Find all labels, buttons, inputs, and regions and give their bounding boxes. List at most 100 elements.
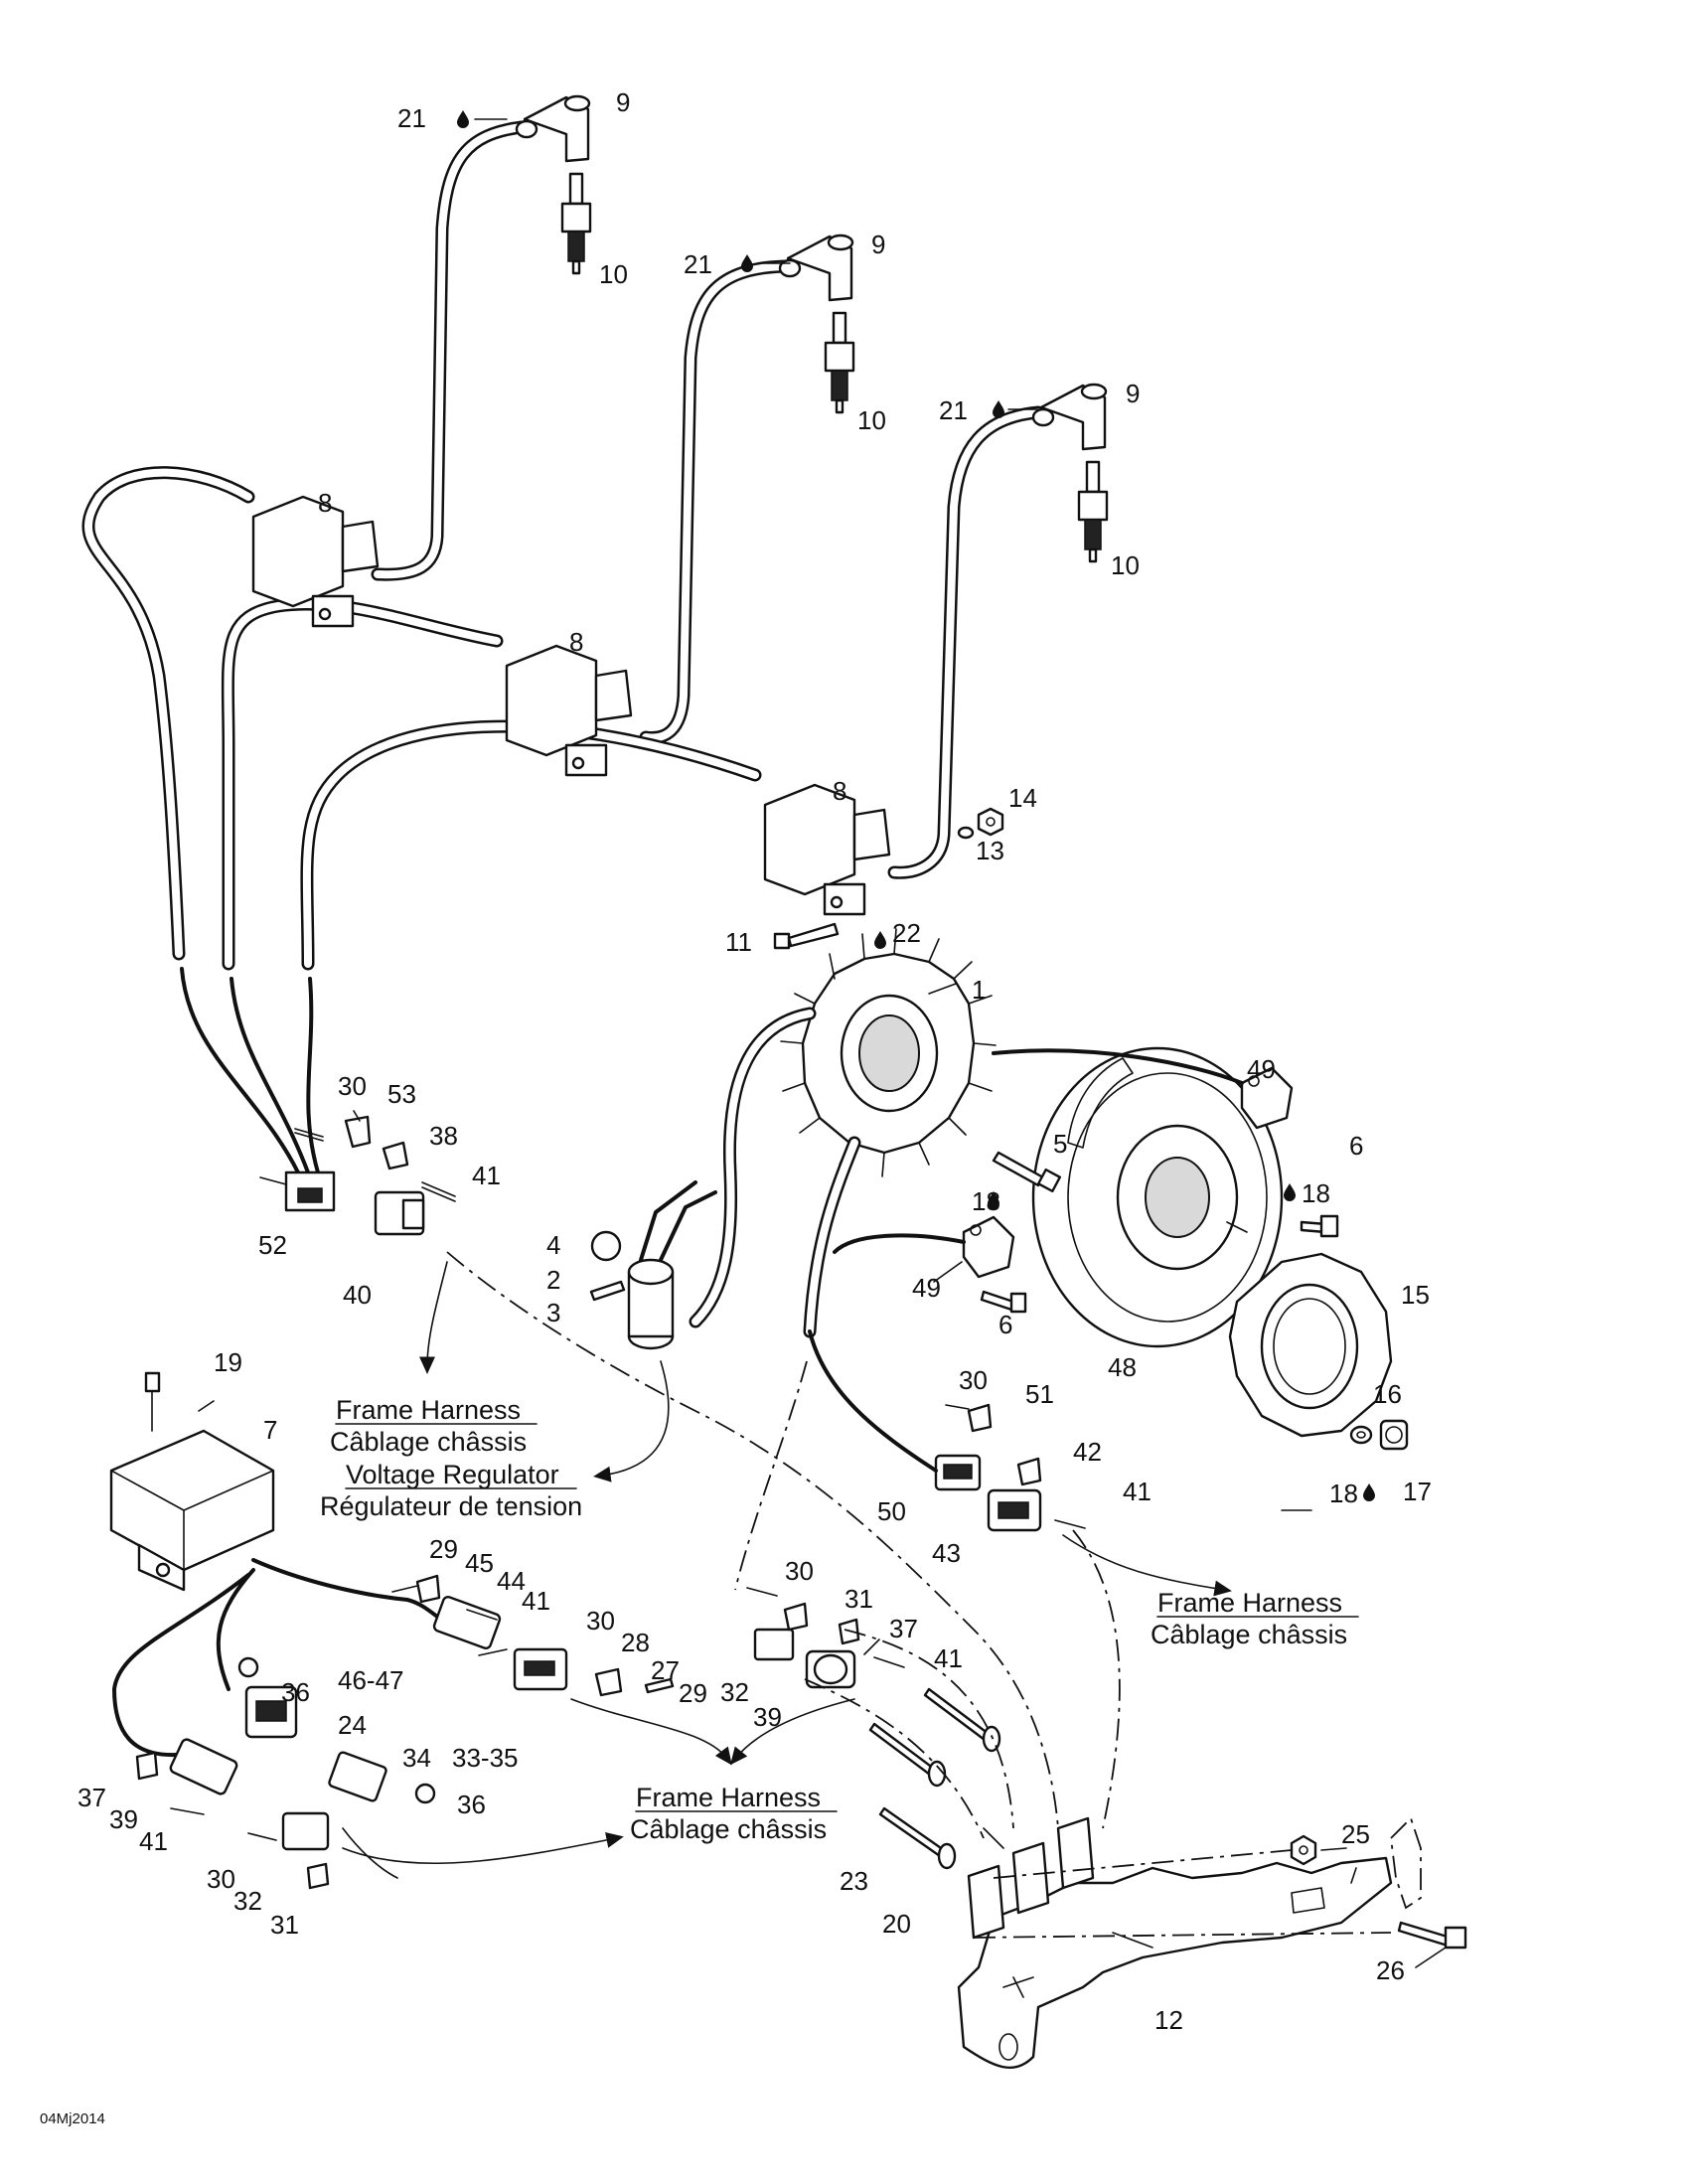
nut [1290,1834,1317,1866]
callout-13: 13 [976,836,1004,865]
callout-28: 28 [621,1628,650,1657]
trigger-sensor [992,1048,1294,1130]
callout-6: 6 [998,1310,1012,1339]
callout-46-47: 46-47 [338,1665,404,1695]
callout-19: 19 [214,1347,242,1377]
callout-30: 30 [785,1556,814,1586]
screw [992,1151,1062,1193]
callout-10: 10 [857,405,886,435]
callout-53: 53 [387,1079,416,1109]
stator [689,928,997,1338]
callout-50: 50 [877,1496,906,1526]
callout-26: 26 [1376,1955,1405,1985]
rivet [868,1687,1001,1870]
spark-plug [560,172,592,275]
callout-23: 23 [840,1866,868,1896]
screw [644,1677,675,1694]
connector-housing [328,1751,387,1802]
coil-mounting-bracket [957,1856,1393,2070]
callout-49: 49 [912,1273,941,1303]
callout-9: 9 [616,87,630,117]
callout-48: 48 [1108,1352,1137,1382]
caption-frame-harness-fr: Câblage châssis [330,1427,527,1457]
caption-voltage-regulator-en: Voltage Regulator [346,1460,559,1489]
screw [980,1290,1027,1314]
caption-voltage-regulator-fr: Régulateur de tension [320,1491,582,1521]
nut [237,1656,436,1804]
callout-34: 34 [402,1743,431,1773]
callout-8: 8 [833,776,846,806]
callout-41: 41 [1123,1477,1152,1506]
callout-10: 10 [1111,550,1140,580]
trigger-sensor [833,1215,1015,1279]
bracket-mount-outline [1390,1816,1422,1910]
callout-20: 20 [882,1909,911,1939]
callout-12: 12 [1154,2005,1183,2035]
callout-39: 39 [753,1702,782,1732]
drawing-code: 04Mj2014 [40,2110,105,2127]
callout-45: 45 [465,1548,494,1578]
spark-plug [824,311,855,414]
terminal [294,1128,324,1142]
connector-housing [374,1190,425,1236]
callout-5: 5 [1053,1129,1067,1159]
caption-frame-harness-bottom: Frame Harness Câblage châssis [630,1783,838,1844]
connector-housing [281,1811,330,1851]
callout-31: 31 [270,1910,299,1940]
ignition-coil [763,783,891,916]
washer [1349,1425,1373,1445]
callout-8: 8 [569,627,583,657]
callout-24: 24 [338,1710,367,1740]
lock-clip [783,1602,860,1645]
spark-plug-cap [778,234,854,302]
voltage-regulator [109,1371,275,1592]
callout-7: 7 [263,1415,277,1445]
callout-39: 39 [109,1804,138,1834]
callout-3: 3 [546,1298,560,1327]
callout-49: 49 [1247,1054,1276,1084]
terminal [945,1404,1086,1529]
spark-plug [1077,460,1109,563]
assembly-center-lines [446,1251,1392,1939]
callout-labels: 21 9 10 21 9 10 21 9 10 8 8 8 14 13 11 2… [77,87,1432,2035]
callout-21: 21 [684,249,712,279]
callout-11: 11 [725,927,752,957]
callout-9: 9 [871,230,885,259]
nut [977,807,1004,837]
lock-clip [967,1403,1042,1486]
terminal [170,1585,508,1841]
connector-housing [987,1488,1042,1532]
screw [1300,1214,1339,1238]
callout-30: 30 [959,1365,988,1395]
callout-6: 6 [1349,1131,1363,1161]
lock-clip [382,1141,409,1170]
caption-frame-harness-en: Frame Harness [336,1395,521,1425]
caption-frame-harness-right: Frame Harness Câblage châssis [1151,1588,1359,1649]
high-tension-wires [371,120,1045,879]
callout-36: 36 [457,1790,486,1819]
callout-41: 41 [139,1826,168,1856]
callout-33-35: 33-35 [452,1743,519,1773]
callout-43: 43 [932,1538,961,1568]
connector-housing [934,1454,982,1491]
callout-21: 21 [939,395,968,425]
callout-arrows [342,1261,1232,1879]
callout-8: 8 [318,488,332,518]
callout-41: 41 [522,1586,550,1616]
callout-41: 41 [472,1161,501,1190]
callout-30: 30 [338,1071,367,1101]
bolt [1379,1419,1409,1451]
callout-52: 52 [258,1230,287,1260]
callout-27: 27 [651,1655,680,1685]
terminal [421,1181,456,1202]
caption-frame-harness-top: Frame Harness Câblage châssis [330,1395,537,1457]
spark-plug-cap [515,94,591,163]
callout-2: 2 [546,1265,560,1295]
connector-housing [169,1738,238,1795]
washer [957,826,975,840]
flywheel [1031,1046,1284,1348]
lock-clip [344,1115,372,1149]
caption-frame-harness-en: Frame Harness [1157,1588,1342,1618]
callout-21: 21 [397,103,426,133]
